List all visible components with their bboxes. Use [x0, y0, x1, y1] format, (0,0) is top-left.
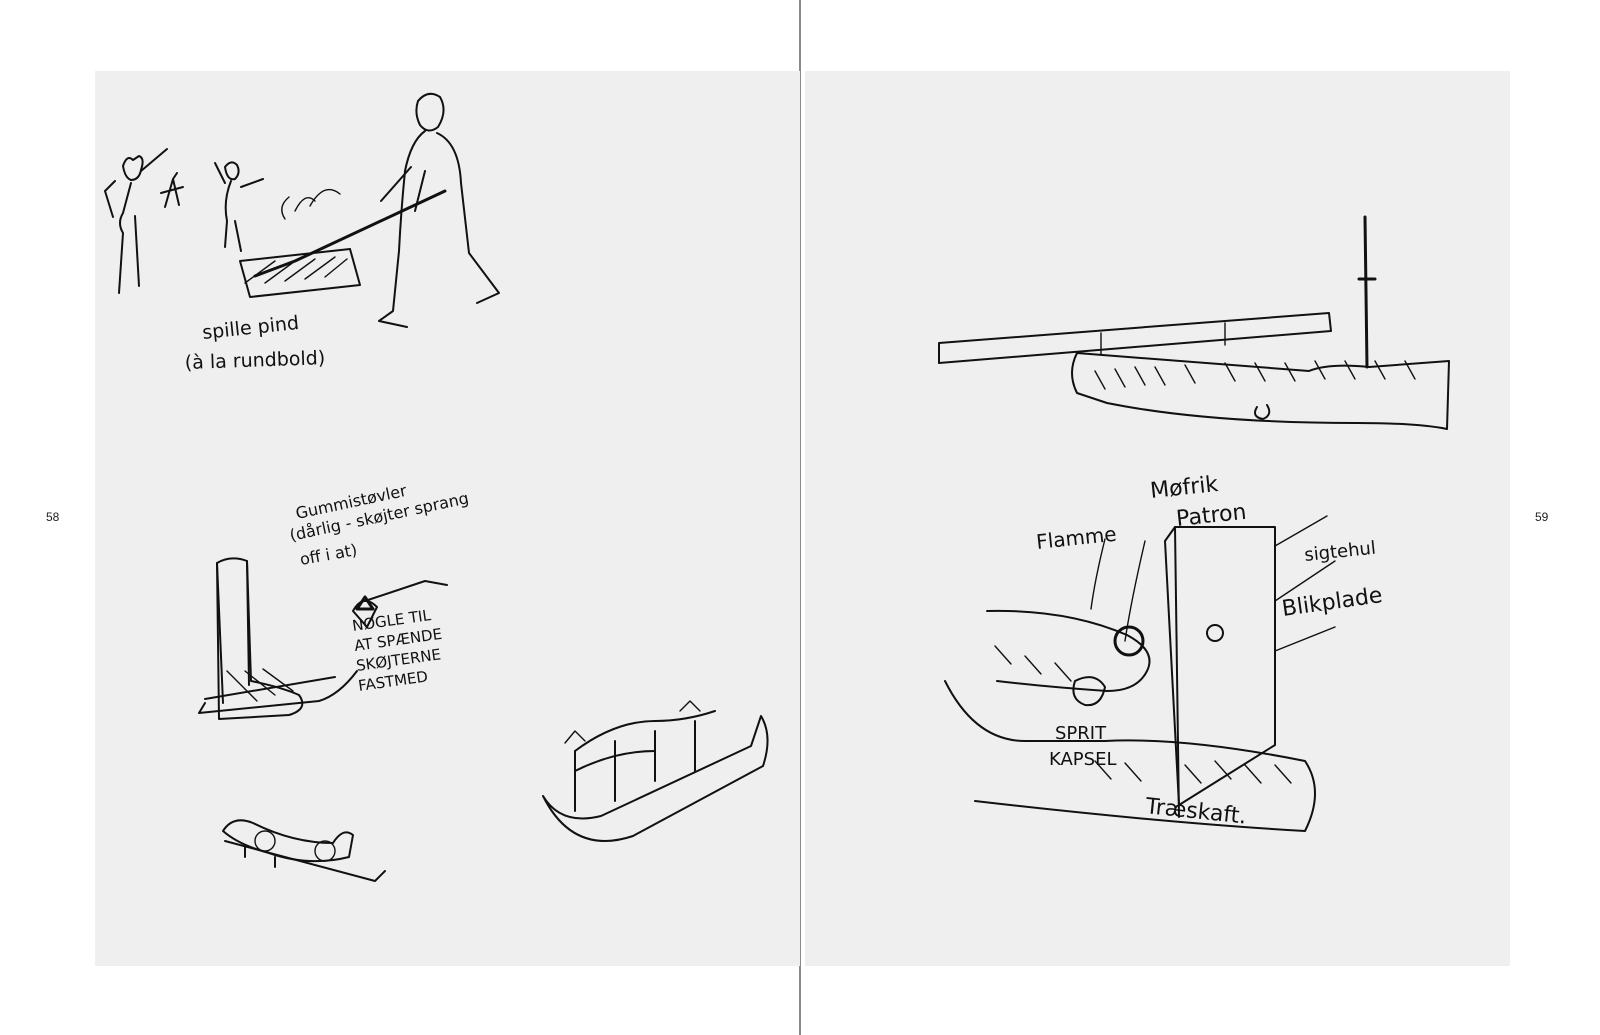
caption-stick-line2: (à la rundbold) — [184, 347, 325, 374]
gutter-line — [799, 0, 801, 1035]
small-skate-sketch — [222, 819, 386, 882]
label-sprit: SPRIT — [1055, 723, 1107, 744]
page-number-right: 59 — [1535, 510, 1549, 524]
label-sigtehul: sigtehul — [1303, 538, 1377, 566]
left-page-drawing: spille pind (à la rundbold) Gummistøvler… — [95, 71, 800, 966]
rifle-side-view-sketch — [938, 215, 1450, 430]
key-sketch — [352, 580, 448, 628]
person-with-stick-sketch — [239, 92, 500, 328]
caption-key: NØGLE TIL AT SPÆNDE SKØJTERNE FASTMED — [351, 606, 443, 695]
caption-boot: Gummistøvler (dårlig - skøjter sprang of… — [288, 481, 471, 569]
left-sketches: spille pind (à la rundbold) Gummistøvler… — [104, 92, 769, 882]
caption-boot-line3: off i at) — [298, 540, 358, 569]
label-kapsel: KAPSEL — [1049, 749, 1116, 770]
mechanism-labels: Møfrik Patron Flamme sigtehul Blikplade … — [1035, 472, 1384, 830]
mechanism-detail-sketch — [944, 515, 1336, 832]
label-flamme: Flamme — [1035, 522, 1118, 554]
caption-stick: spille pind (à la rundbold) — [184, 312, 325, 374]
label-mofrik: Møfrik — [1149, 472, 1220, 504]
label-blikplade: Blikplade — [1280, 583, 1384, 622]
large-skate-sketch — [542, 700, 769, 842]
spectator-figures-sketch — [104, 148, 264, 294]
right-sketches: Møfrik Patron Flamme sigtehul Blikplade … — [938, 215, 1450, 832]
label-traeskaft: Træskaft. — [1143, 794, 1247, 830]
right-page-drawing: Møfrik Patron Flamme sigtehul Blikplade … — [805, 71, 1510, 966]
rubber-boot-skate-sketch — [198, 557, 358, 720]
caption-stick-line1: spille pind — [201, 312, 300, 344]
page-number-left: 58 — [46, 510, 60, 524]
